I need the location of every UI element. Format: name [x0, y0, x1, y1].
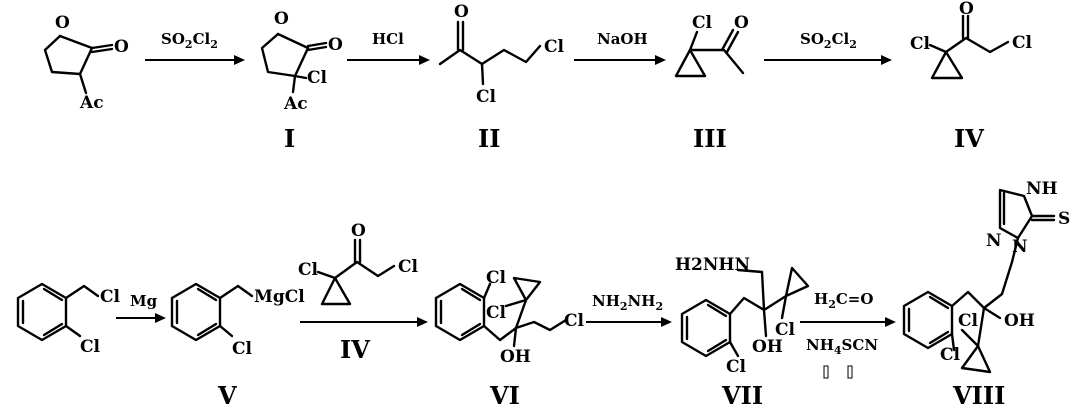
compound-IV: Cl O Cl IV: [910, 0, 1033, 153]
compound-I: O O Cl Ac I: [260, 9, 343, 153]
arrow-3: NaOH: [574, 30, 666, 65]
compound-III: Cl O III: [674, 13, 749, 153]
carbonyl-oxygen-label: O: [454, 2, 469, 22]
reagent-so2cl2-1: SO2Cl2: [161, 30, 218, 51]
chloro-label-aryl: Cl: [940, 345, 961, 365]
chloro-label-aryl: Cl: [726, 357, 747, 377]
hydroxyl-label: OH: [500, 347, 531, 367]
arrow-2: HCl: [347, 30, 430, 65]
chloro-label-2: Cl: [476, 87, 497, 107]
reagent-naoh: NaOH: [597, 30, 648, 48]
condition-glyph-2: [847, 365, 853, 379]
carbonyl-oxygen-label: O: [734, 13, 749, 33]
compound-II: O Cl Cl II: [438, 2, 565, 153]
chloro-label-aryl: Cl: [232, 339, 253, 359]
benzyl-chloride: Cl Cl: [16, 282, 121, 357]
compound-number-VII: VII: [721, 381, 763, 410]
reagent-ammonium-thiocyanate: NH4SCN: [806, 336, 878, 357]
arrow-5: Mg: [116, 292, 166, 323]
chloro-label-ring: Cl: [486, 303, 507, 323]
reagent-label-IV: IV: [340, 335, 370, 364]
reagent-formaldehyde: H2C=O: [814, 290, 873, 311]
chloro-label-ring: Cl: [910, 34, 931, 54]
hydroxyl-label: OH: [752, 337, 783, 357]
chloro-label-ring: Cl: [775, 320, 796, 340]
reagent-so2cl2-2: SO2Cl2: [800, 30, 857, 51]
compound-number-II: II: [478, 124, 500, 153]
carbonyl-oxygen-label: O: [328, 35, 343, 55]
chloro-label-aryl: Cl: [80, 337, 101, 357]
grignard-label: MgCl: [254, 287, 305, 307]
ring-nitrogen-label-2: N: [1012, 237, 1028, 257]
nh-label: NH: [1026, 179, 1058, 199]
compound-number-IV: IV: [954, 124, 984, 153]
chloro-label: Cl: [692, 13, 713, 33]
arrow-1: SO2Cl2: [145, 30, 245, 65]
reagent-IV-structure: Cl O Cl: [298, 221, 419, 306]
chloro-label-ring: Cl: [298, 260, 319, 280]
arrow-4: SO2Cl2: [764, 30, 892, 65]
chloro-label: Cl: [307, 68, 328, 88]
chloro-label-terminal: Cl: [564, 311, 585, 331]
carbonyl-oxygen-label: O: [351, 221, 366, 241]
compound-V: MgCl Cl V: [170, 282, 305, 410]
compound-VI: Cl Cl OH Cl VI: [434, 268, 585, 410]
chloro-label-terminal: Cl: [544, 37, 565, 57]
chloro-label-terminal: Cl: [1012, 33, 1033, 53]
reagent-hydrazine: NH2NH2: [592, 292, 663, 313]
chloro-label-terminal: Cl: [398, 257, 419, 277]
compound-number-III: III: [693, 124, 727, 153]
ring-oxygen-label: O: [55, 13, 70, 33]
hydroxyl-label: OH: [1004, 311, 1035, 331]
hydrazinyl-label: H2NHN: [675, 255, 750, 275]
chloro-label-aryl: Cl: [486, 268, 507, 288]
compound-number-V: V: [217, 381, 237, 410]
arrow-8: H2C=O NH4SCN: [800, 290, 896, 379]
compound-number-VIII: VIII: [952, 381, 1005, 410]
arrow-7: NH2NH2: [586, 292, 672, 327]
compound-VIII: NH N N S OH Cl Cl VIII: [902, 179, 1070, 410]
reagent-hcl: HCl: [372, 30, 404, 48]
chloro-label-ring: Cl: [958, 311, 979, 331]
compound-number-VI: VI: [489, 381, 520, 410]
ring-nitrogen-label: N: [986, 231, 1002, 251]
carbonyl-oxygen-label: O: [114, 37, 129, 57]
chloro-label-benzyl: Cl: [100, 287, 121, 307]
thione-sulfur-label: S: [1058, 209, 1070, 229]
arrow-6: IV: [300, 317, 428, 364]
compound-VII: H2NHN Cl OH Cl VII: [675, 255, 810, 410]
starting-lactone: O O Ac: [43, 13, 129, 113]
ring-oxygen-label: O: [274, 9, 289, 29]
acetyl-label: Ac: [283, 94, 308, 114]
carbonyl-oxygen-label: O: [959, 0, 974, 19]
acetyl-label: Ac: [79, 93, 104, 113]
condition-glyph-1: [823, 365, 829, 379]
compound-number-I: I: [284, 124, 295, 153]
reagent-mg: Mg: [130, 292, 158, 310]
